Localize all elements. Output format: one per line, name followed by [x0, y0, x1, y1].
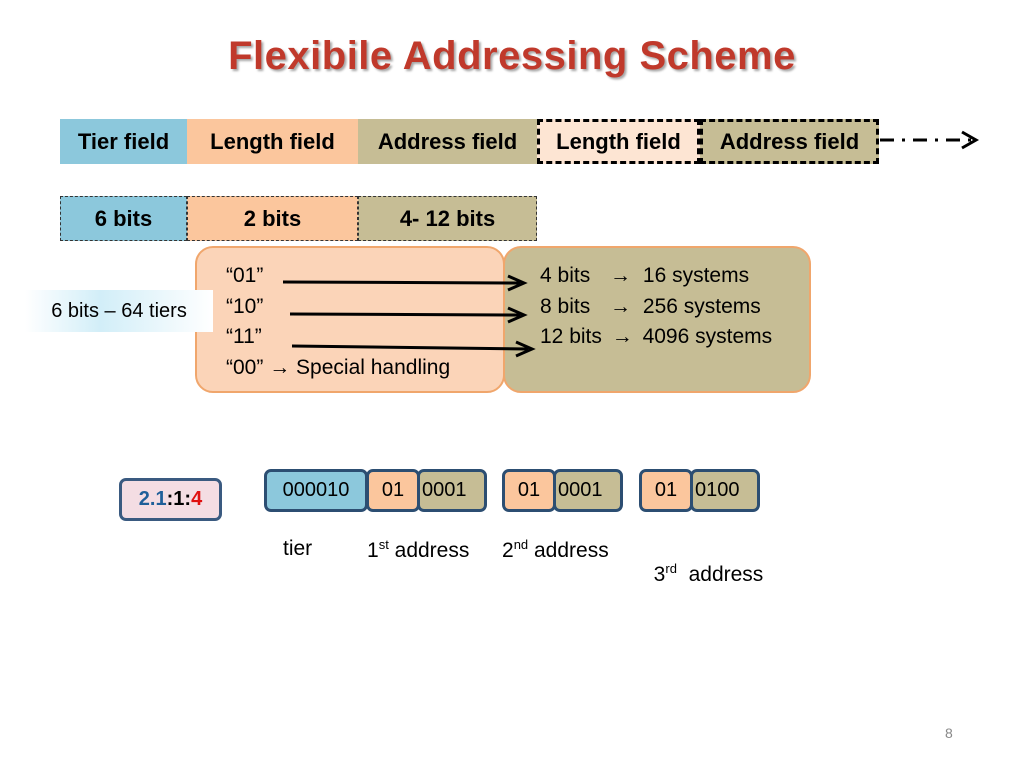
address-sizes-box	[503, 246, 811, 393]
optional-length-field: Length field	[537, 119, 700, 164]
arrow-right-icon: →	[610, 264, 632, 287]
encoded-address-2: 0001	[553, 469, 623, 512]
caption-number: 1	[367, 539, 379, 562]
length-bits: 2 bits	[187, 196, 358, 241]
address-field: Address field	[358, 119, 537, 164]
example-part2: 1	[173, 488, 185, 510]
arrow-right-icon: →	[269, 356, 291, 379]
mapping-systems: 16 systems	[642, 264, 750, 287]
caption-ordinal: rd	[665, 561, 677, 576]
code-11: “11”	[226, 325, 262, 348]
encoded-address-3: 0100	[690, 469, 760, 512]
caption-ordinal: st	[378, 537, 389, 552]
caption-third-address: 3rd address	[642, 537, 764, 587]
caption-ordinal: nd	[513, 537, 529, 552]
example-part3: 4	[191, 488, 203, 510]
arrow-right-icon: →	[611, 325, 633, 348]
caption-tier: tier	[283, 537, 313, 560]
code-10: “10”	[226, 295, 264, 318]
tier-field: Tier field	[60, 119, 187, 164]
caption-second-address: 2nd address	[502, 537, 609, 563]
mapping-row: 4 bits → 16 systems	[540, 264, 749, 288]
encoded-length-2: 01	[502, 469, 556, 512]
encoded-length-1: 01	[366, 469, 420, 512]
tier-count-note: 6 bits – 64 tiers	[25, 290, 213, 332]
address-bits: 4- 12 bits	[358, 196, 537, 241]
mapping-row: 8 bits → 256 systems	[540, 295, 761, 319]
caption-number: 2	[502, 539, 514, 562]
caption-text: address	[528, 539, 609, 562]
code-00-row: “00” → Special handling	[226, 356, 450, 380]
length-field: Length field	[187, 119, 358, 164]
mapping-row: 12 bits → 4096 systems	[540, 325, 772, 349]
caption-number: 3	[653, 563, 666, 586]
encoded-address-1: 0001	[417, 469, 487, 512]
encoded-tier: 000010	[264, 469, 368, 512]
caption-text: address	[676, 563, 764, 586]
slide-title: Flexibile Addressing Scheme	[228, 34, 796, 78]
caption-first-address: 1st address	[367, 537, 469, 563]
code-01: “01”	[226, 264, 264, 287]
page-number: 8	[945, 725, 953, 741]
mapping-systems: 256 systems	[642, 295, 761, 318]
tier-bits: 6 bits	[60, 196, 187, 241]
mapping-bits: 12 bits	[540, 325, 602, 348]
optional-address-field: Address field	[700, 119, 879, 164]
mapping-bits: 4 bits	[540, 264, 591, 287]
continuation-arrow	[880, 130, 980, 150]
example-address: 2.1:1:4	[119, 478, 222, 521]
length-codes-box	[195, 246, 505, 393]
caption-text: address	[388, 539, 470, 562]
mapping-arrows	[282, 274, 536, 358]
code-00: “00”	[226, 356, 264, 379]
mapping-bits: 8 bits	[540, 295, 591, 318]
special-handling: Special handling	[296, 356, 451, 379]
example-separator: :	[184, 488, 192, 510]
arrow-right-icon: →	[610, 295, 632, 318]
mapping-systems: 4096 systems	[642, 325, 773, 348]
example-tier: 2.1	[138, 488, 167, 510]
encoded-length-3: 01	[639, 469, 693, 512]
example-separator: :	[166, 488, 174, 510]
